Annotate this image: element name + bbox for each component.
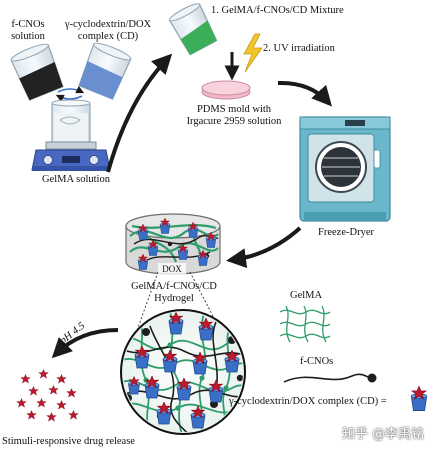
arrow-to-freeze-dryer bbox=[277, 80, 333, 107]
arrow-to-release bbox=[51, 328, 119, 359]
uv-lightning-icon bbox=[243, 33, 263, 73]
legend-fcnos-line bbox=[283, 373, 377, 383]
legend-cd-cup-icon bbox=[410, 386, 428, 411]
legend-label-fcnos: f-CNOs bbox=[300, 356, 334, 367]
fcnos-beaker bbox=[10, 43, 64, 101]
label-hydrogel: GelMA/f-CNOs/CD Hydrogel bbox=[131, 281, 217, 304]
legend-label-cd: γ-cyclodextrin/DOX complex (CD) = bbox=[229, 396, 387, 407]
watermark: 知乎 @李禹铭 bbox=[342, 427, 425, 442]
released-dox-stars bbox=[16, 369, 79, 422]
label-freeze-dryer: Freeze-Dryer bbox=[318, 227, 374, 238]
pdms-mold bbox=[201, 80, 251, 100]
mixture-beaker bbox=[168, 3, 218, 56]
legend-gelma-network bbox=[279, 305, 331, 343]
label-drug-release: Stimuli-responsive drug release bbox=[2, 436, 135, 447]
cd-complex-beaker bbox=[78, 42, 132, 100]
hydrogel-zoom-circle bbox=[120, 309, 246, 435]
label-step2-uv: 2. UV irradiation bbox=[263, 43, 335, 54]
arrow-to-hydrogel bbox=[226, 226, 302, 269]
legend-label-gelma: GelMA bbox=[290, 290, 323, 301]
freeze-dryer bbox=[299, 116, 391, 222]
label-pdms-mold: PDMS mold with Irgacure 2959 solution bbox=[186, 104, 282, 127]
label-fcnos-solution: f-CNOs solution bbox=[11, 19, 45, 42]
mix-rotation-icon bbox=[55, 85, 85, 103]
arrow-to-mixture bbox=[106, 53, 173, 173]
label-cd-complex: γ-cyclodextrin/DOX complex (CD) bbox=[64, 19, 152, 42]
label-dox-tag: DOX bbox=[158, 263, 186, 275]
magnetic-stirrer bbox=[31, 99, 111, 171]
label-step1-mixture: 1. GelMA/f-CNOs/CD Mixture bbox=[211, 5, 344, 16]
hydrogel-cylinder bbox=[125, 213, 221, 275]
label-gelma-solution: GelMA solution bbox=[42, 174, 110, 185]
